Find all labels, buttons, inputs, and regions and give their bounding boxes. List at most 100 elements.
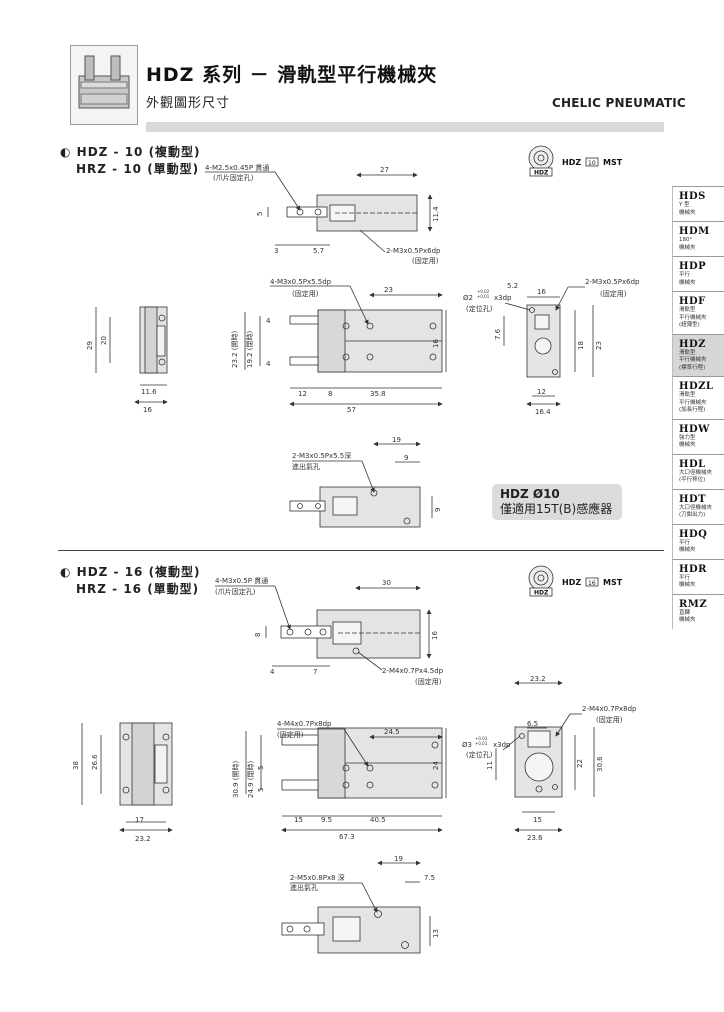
badge-label-1: HDZ	[562, 158, 581, 167]
svg-text:2-M3x0.5Px6dp: 2-M3x0.5Px6dp	[585, 278, 640, 286]
svg-text:4-M3x0.5P 貫通: 4-M3x0.5P 貫通	[215, 576, 268, 585]
svg-text:5: 5	[256, 212, 264, 216]
svg-text:進出氣孔: 進出氣孔	[290, 883, 318, 892]
sidebar-item-desc: 滑軌型	[679, 392, 696, 398]
svg-text:24.5: 24.5	[384, 728, 400, 736]
header-bar	[146, 122, 664, 132]
bullet-icon: ◐	[60, 145, 77, 159]
right-view-2	[514, 726, 563, 798]
svg-text:2-M5x0.8Px8 深: 2-M5x0.8Px8 深	[290, 873, 345, 882]
sidebar-item-code: HDR	[679, 563, 707, 575]
bottom-view-2	[281, 906, 421, 954]
sidebar-item-desc: 180°	[679, 237, 693, 243]
section2-models: ◐ HDZ - 16 (複動型) HRZ - 16 (單動型)	[60, 564, 201, 598]
sidebar-item-desc: 平行機械夾	[679, 314, 707, 321]
svg-text:23.2: 23.2	[135, 835, 151, 843]
sidebar-item-code: HDL	[679, 458, 706, 470]
badge-size-1: 10	[588, 160, 596, 167]
svg-text:20: 20	[100, 336, 108, 345]
top-view-1	[286, 194, 418, 232]
section1-models: ◐ HDZ - 10 (複動型) HRZ - 10 (單動型)	[60, 144, 201, 178]
sidebar-item-desc: 機械夾	[679, 617, 696, 623]
sidebar-item-desc: (超薄型)	[679, 322, 700, 328]
svg-text:19: 19	[394, 855, 403, 863]
svg-text:4: 4	[266, 317, 271, 325]
left-view-1	[139, 306, 168, 374]
sidebar-item-code: HDF	[679, 296, 706, 307]
svg-text:進出氣孔: 進出氣孔	[292, 462, 320, 471]
svg-text:30: 30	[382, 579, 391, 587]
sidebar-item-desc: 大口徑機械夾	[679, 504, 713, 511]
svg-text:(定位孔): (定位孔)	[466, 304, 493, 313]
sidebar-item-desc: 平行	[679, 574, 691, 581]
svg-text:23.2: 23.2	[530, 675, 546, 683]
svg-text:30.6: 30.6	[596, 756, 604, 772]
sidebar-item-desc: 平行機械夾	[679, 357, 707, 363]
svg-text:7: 7	[313, 668, 317, 676]
badge-label-2: HDZ	[562, 578, 581, 587]
svg-text:67.3: 67.3	[339, 833, 355, 841]
model-label-1: ◐ HDZ - 16 (複動型)	[60, 565, 201, 579]
sidebar-item-code: HDM	[679, 226, 710, 237]
svg-text:4: 4	[266, 360, 271, 368]
sidebar-item-desc: 機械夾	[679, 209, 696, 216]
badge-icon-2	[528, 565, 554, 597]
svg-text:19: 19	[392, 436, 401, 444]
model-label-2: HRZ - 16 (單動型)	[76, 582, 200, 596]
svg-text:17: 17	[135, 816, 144, 824]
svg-text:+0.02: +0.02	[477, 289, 490, 294]
sidebar-item-code: HDP	[679, 261, 707, 272]
sidebar-item-desc: (平行移位)	[679, 477, 706, 483]
svg-text:(固定用): (固定用)	[415, 677, 442, 686]
svg-text:(固定用): (固定用)	[412, 256, 439, 265]
side-view-2	[281, 727, 443, 799]
svg-text:(固定用): (固定用)	[292, 289, 319, 298]
svg-text:4: 4	[270, 668, 275, 676]
svg-text:7.6: 7.6	[494, 328, 502, 340]
side-view-1	[289, 309, 443, 373]
section-divider	[58, 550, 664, 551]
svg-text:7.5: 7.5	[424, 874, 435, 882]
svg-text:(固定用): (固定用)	[600, 289, 627, 298]
sidebar-item-desc: 滑軌型	[679, 349, 696, 356]
right-view-1	[526, 304, 561, 378]
svg-text:+0.01: +0.01	[475, 741, 488, 746]
badge-suffix-1: MST	[603, 158, 623, 167]
sidebar-item-desc: Y 型	[679, 202, 690, 208]
svg-text:2-M3x0.5Px6dp: 2-M3x0.5Px6dp	[386, 247, 441, 255]
sidebar-item-desc: 平行機械夾	[679, 399, 707, 406]
svg-text:11.6: 11.6	[141, 388, 157, 396]
svg-text:29: 29	[86, 341, 94, 350]
svg-text:2-M3x0.5Px5.5深: 2-M3x0.5Px5.5深	[292, 451, 351, 460]
svg-text:27: 27	[380, 166, 389, 174]
sensor-note: HDZ Ø10 僅適用15T(B)感應器	[492, 484, 622, 520]
svg-text:23.6: 23.6	[527, 834, 543, 842]
sidebar-item-code: HDW	[679, 423, 710, 435]
svg-text:19.2 (閉時): 19.2 (閉時)	[246, 330, 254, 368]
svg-text:(爪片固定孔): (爪片固定孔)	[215, 587, 256, 596]
svg-text:5: 5	[257, 766, 265, 770]
svg-text:23: 23	[384, 286, 393, 294]
bottom-view-1	[289, 486, 421, 528]
sidebar-item-code: HDT	[679, 493, 707, 505]
svg-text:16: 16	[143, 406, 152, 414]
svg-text:35.8: 35.8	[370, 390, 386, 398]
svg-text:5.7: 5.7	[313, 247, 324, 255]
svg-text:24.9 (閉時): 24.9 (閉時)	[247, 760, 255, 798]
svg-text:16.4: 16.4	[535, 408, 551, 416]
svg-text:12: 12	[298, 390, 307, 398]
sidebar-item-desc: 大口徑機械夾	[679, 469, 713, 476]
svg-text:+0.01: +0.01	[477, 294, 490, 299]
